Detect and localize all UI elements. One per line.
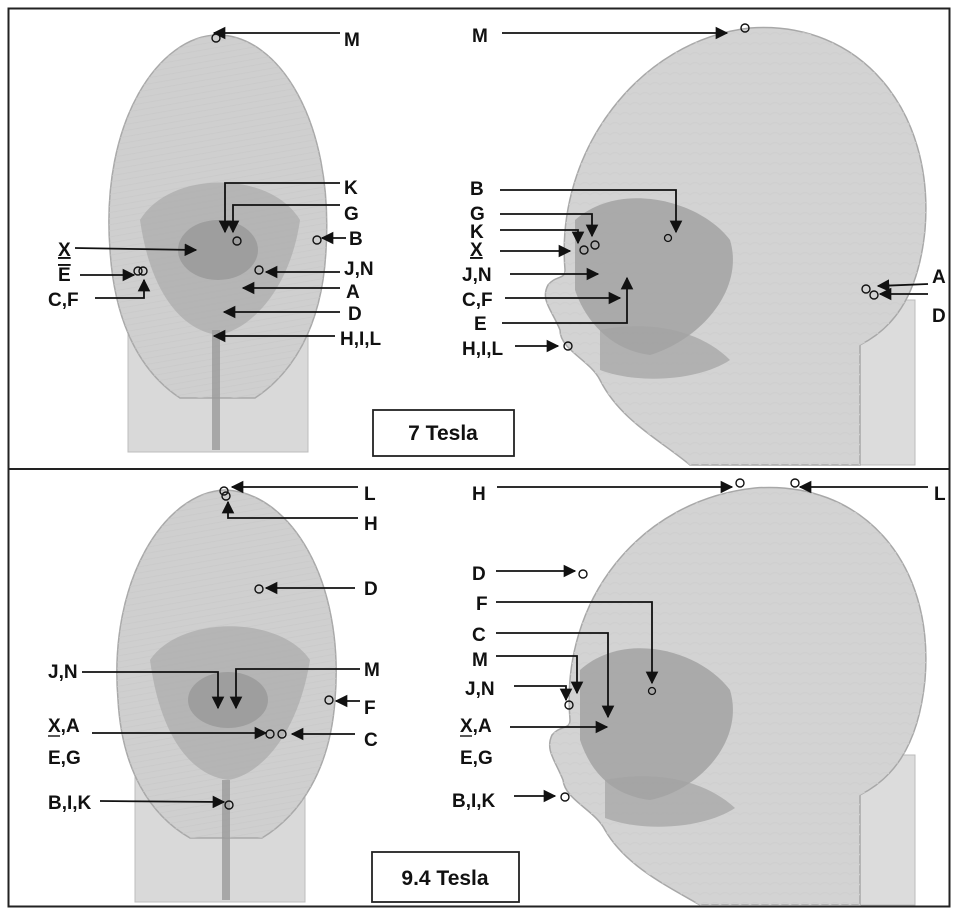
front-label-L: L [364, 484, 376, 505]
front-label-G: G [344, 204, 359, 225]
side-label-L: L [934, 484, 946, 505]
side-label-JN: J,N [465, 679, 495, 700]
field-strength-box-top: 7 Tesla [373, 410, 514, 456]
side-label-H: H [472, 484, 486, 505]
side-label-E: E [474, 314, 487, 335]
side-label-A: A [932, 267, 946, 288]
front-label-EG: E,G [48, 748, 81, 769]
field-strength-box-bottom: 9.4 Tesla [372, 852, 519, 902]
side-label-M: M [472, 650, 488, 671]
side-label-D: D [932, 306, 946, 327]
front-label-JN: J,N [344, 259, 374, 280]
front-label-E: E [58, 265, 71, 286]
front-label-X: X [58, 240, 71, 261]
side-label-F: F [476, 594, 488, 615]
front-label-JN: J,N [48, 662, 78, 683]
side-label-M: M [472, 26, 488, 47]
front-label-F: F [364, 698, 376, 719]
front-label-D: D [348, 304, 362, 325]
front-head-model-top [109, 35, 327, 452]
front-label-K: K [344, 178, 358, 199]
front-label-XA: X,A [48, 716, 80, 737]
side-label-JN: J,N [462, 265, 492, 286]
front-label-A: A [346, 282, 360, 303]
side-label-EG: E,G [460, 748, 493, 769]
front-head-model-bottom [117, 490, 336, 902]
field-strength-label-bottom: 9.4 Tesla [401, 867, 488, 890]
side-label-CF: C,F [462, 290, 493, 311]
side-label-C: C [472, 625, 486, 646]
panel-9-4-tesla: L H D J,N M F X,A E,G C B,I,K [48, 479, 946, 905]
side-label-BIK: B,I,K [452, 791, 496, 812]
front-label-D: D [364, 579, 378, 600]
side-label-X: X [470, 240, 483, 261]
field-strength-label-top: 7 Tesla [408, 422, 478, 445]
front-label-C: C [364, 730, 378, 751]
side-label-HIL: H,I,L [462, 339, 504, 360]
front-label-HIL: H,I,L [340, 329, 382, 350]
side-label-D: D [472, 564, 486, 585]
front-label-B: B [349, 229, 363, 250]
front-label-H: H [364, 514, 378, 535]
front-label-CF: C,F [48, 290, 79, 311]
side-label-XA: X,A [460, 716, 492, 737]
front-label-BIK: B,I,K [48, 793, 92, 814]
front-label-M: M [364, 660, 380, 681]
side-head-model-bottom [550, 487, 926, 905]
side-head-model-top [545, 28, 926, 465]
panel-7-tesla: M K G B X E J,N C,F A D H [48, 24, 946, 465]
side-label-B: B [470, 179, 484, 200]
front-label-M: M [344, 30, 360, 51]
